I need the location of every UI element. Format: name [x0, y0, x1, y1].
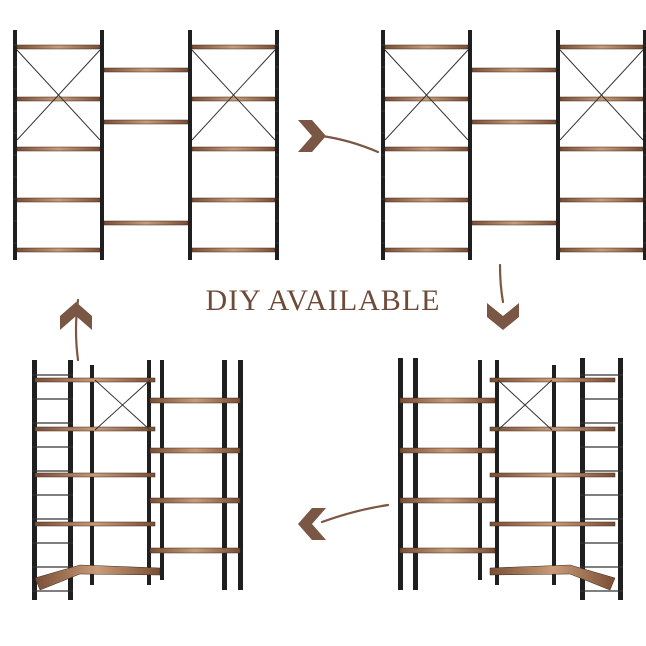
cross-brace: [191, 49, 276, 141]
arrow-down-tail: [498, 263, 505, 304]
cross-brace: [16, 49, 101, 141]
corner-config-right: [398, 358, 623, 600]
wood-shelf: [103, 119, 189, 125]
wood-shelf: [191, 96, 276, 102]
headline-text: DIY AVAILABLE: [205, 284, 441, 317]
corner-shelf: [489, 564, 616, 591]
straight-config-left: [13, 30, 279, 260]
wood-shelf: [34, 521, 156, 527]
wood-shelf: [34, 472, 156, 478]
frame-post: [618, 358, 623, 600]
frame-post: [381, 30, 385, 260]
flow-arrows: [60, 120, 519, 540]
wood-shelf: [191, 247, 276, 253]
wood-shelf: [384, 247, 469, 253]
wood-shelf: [16, 44, 101, 50]
wood-shelf: [384, 197, 469, 203]
wood-shelf: [559, 146, 644, 152]
cross-brace: [94, 379, 151, 431]
wood-shelf: [489, 472, 616, 478]
cross-brace: [559, 49, 644, 141]
arrow-left-icon: [298, 508, 326, 540]
frame-post: [13, 30, 17, 260]
frame-post: [147, 360, 151, 585]
frame-post: [468, 30, 472, 260]
wood-shelf: [149, 497, 241, 504]
wood-shelf: [471, 119, 557, 125]
frame-post: [100, 30, 104, 260]
arrow-down-icon: [487, 303, 519, 330]
wood-shelf: [559, 96, 644, 102]
arrow-left-tail: [320, 503, 390, 524]
frame-post: [275, 30, 279, 260]
wood-shelf: [399, 397, 496, 404]
wood-shelf: [489, 426, 616, 432]
wood-shelf: [149, 547, 241, 554]
wood-shelf: [149, 397, 241, 404]
frame-post: [478, 360, 482, 580]
straight-config-right: [381, 30, 646, 260]
wood-shelf: [489, 377, 616, 383]
wood-shelf: [149, 447, 241, 454]
frame-post: [68, 360, 73, 600]
wood-shelf: [34, 426, 156, 432]
wood-shelf: [16, 197, 101, 203]
arrow-up-icon: [60, 302, 92, 330]
wood-shelf: [191, 146, 276, 152]
wood-shelf: [559, 247, 644, 253]
frame-post: [160, 360, 164, 580]
wood-shelf: [16, 96, 101, 102]
wood-shelf: [103, 67, 189, 73]
wood-shelf: [471, 67, 557, 73]
frame-post: [238, 360, 243, 590]
frame-post: [580, 358, 585, 600]
wood-shelf: [191, 197, 276, 203]
wood-shelf: [399, 497, 496, 504]
wood-shelf: [489, 521, 616, 527]
wood-shelf: [103, 220, 189, 226]
cross-brace: [497, 379, 553, 431]
arrow-right-tail: [320, 134, 380, 154]
wood-shelf: [16, 146, 101, 152]
wood-shelf: [559, 197, 644, 203]
wood-shelf: [471, 220, 557, 226]
wood-shelf: [384, 44, 469, 50]
frame-post: [398, 358, 403, 590]
wood-shelf: [191, 44, 276, 50]
corner-shelf: [34, 564, 161, 591]
arrow-right-icon: [298, 120, 326, 152]
frame-post: [32, 360, 37, 600]
frame-post: [643, 30, 646, 260]
wood-shelf: [399, 547, 496, 554]
frame-post: [413, 358, 418, 590]
cross-brace: [384, 49, 469, 141]
corner-config-left: [32, 360, 243, 600]
wood-shelf: [559, 44, 644, 50]
wood-shelf: [16, 247, 101, 253]
wood-shelf: [384, 96, 469, 102]
frame-post: [222, 360, 227, 590]
frame-post: [188, 30, 192, 260]
frame-post: [556, 30, 560, 260]
wood-shelf: [384, 146, 469, 152]
wood-shelf: [399, 447, 496, 454]
frame-post: [495, 360, 499, 585]
